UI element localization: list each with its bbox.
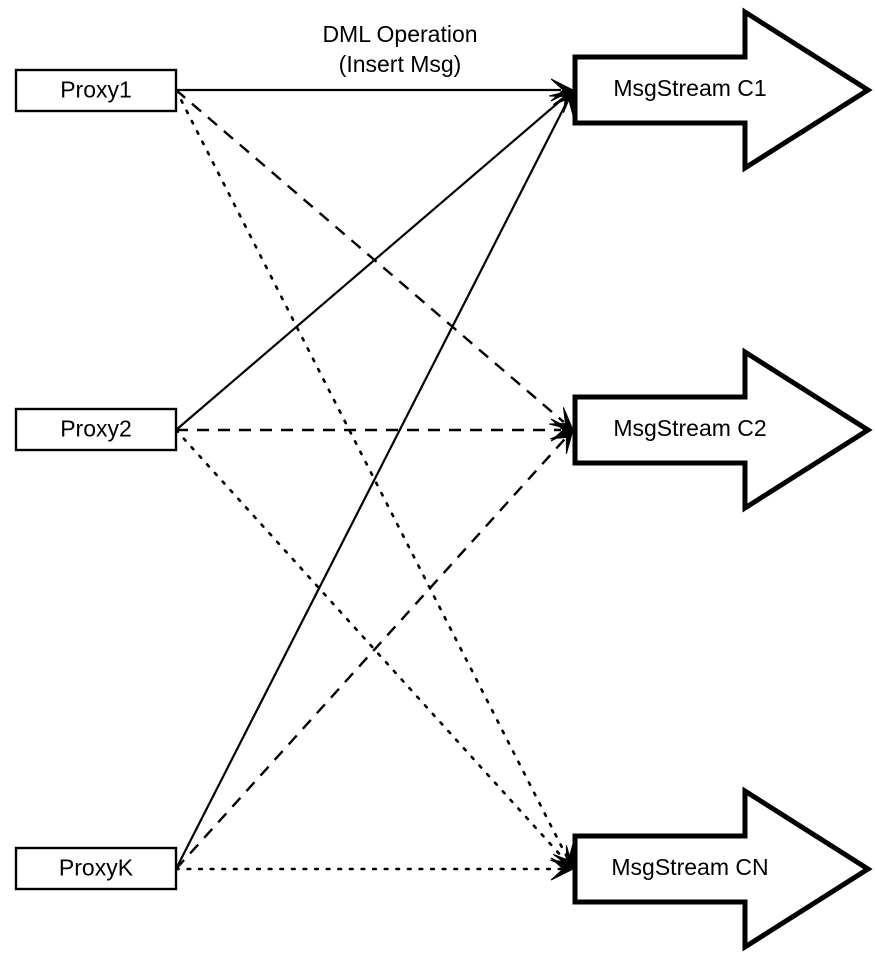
proxy-label: Proxy1 (60, 77, 132, 103)
link-line-solid (175, 97, 565, 431)
msgstream-node-c2[interactable]: MsgStream C2 (572, 347, 873, 513)
proxy-label: Proxy2 (60, 416, 132, 442)
block-arrow-shape (572, 786, 873, 952)
link-line-dashed (175, 89, 565, 424)
link-proxyk-to-stream_c2 (175, 429, 574, 870)
block-arrow-shape (572, 347, 873, 513)
dml-operation-label-line1: DML Operation (322, 21, 477, 47)
link-proxy1-to-stream_c1 (176, 78, 575, 102)
edge-label-group: DML Operation (Insert Msg) (322, 21, 477, 77)
link-line-dotted (174, 88, 569, 860)
link-proxy1-to-stream_c2 (175, 89, 574, 431)
proxy-box-rect (14, 68, 178, 113)
link-proxyk-to-stream_cn (174, 857, 575, 881)
msgstream-node-cn[interactable]: MsgStream CN (572, 786, 873, 952)
proxy-node-proxyk[interactable]: ProxyK (14, 846, 178, 891)
links-layer (174, 78, 575, 881)
proxy-box-rect (14, 407, 178, 452)
proxy-label: ProxyK (59, 855, 134, 881)
arrowhead-icon (549, 407, 574, 431)
arrowhead-icon (550, 857, 575, 881)
proxy-box-rect (14, 846, 178, 891)
msgstream-label: MsgStream C1 (613, 75, 766, 101)
proxy-node-proxy2[interactable]: Proxy2 (14, 407, 178, 452)
dml-operation-label-line2: (Insert Msg) (339, 51, 462, 77)
block-arrow-shape (572, 7, 873, 173)
msgstream-node-c1[interactable]: MsgStream C1 (572, 7, 873, 173)
msgstream-label: MsgStream CN (611, 854, 768, 880)
link-line-solid (175, 100, 569, 870)
link-line-dotted (174, 428, 567, 862)
arrowhead-icon (549, 429, 574, 454)
arrowhead-icon (550, 78, 575, 102)
proxy-node-proxy1[interactable]: Proxy1 (14, 68, 178, 113)
msgstream-nodes-layer: MsgStream C1 MsgStream C2 MsgStream CN (572, 7, 873, 952)
link-proxy2-to-stream_c2 (176, 418, 575, 442)
msgstream-label: MsgStream C2 (613, 415, 766, 441)
link-line-dashed (175, 438, 566, 870)
